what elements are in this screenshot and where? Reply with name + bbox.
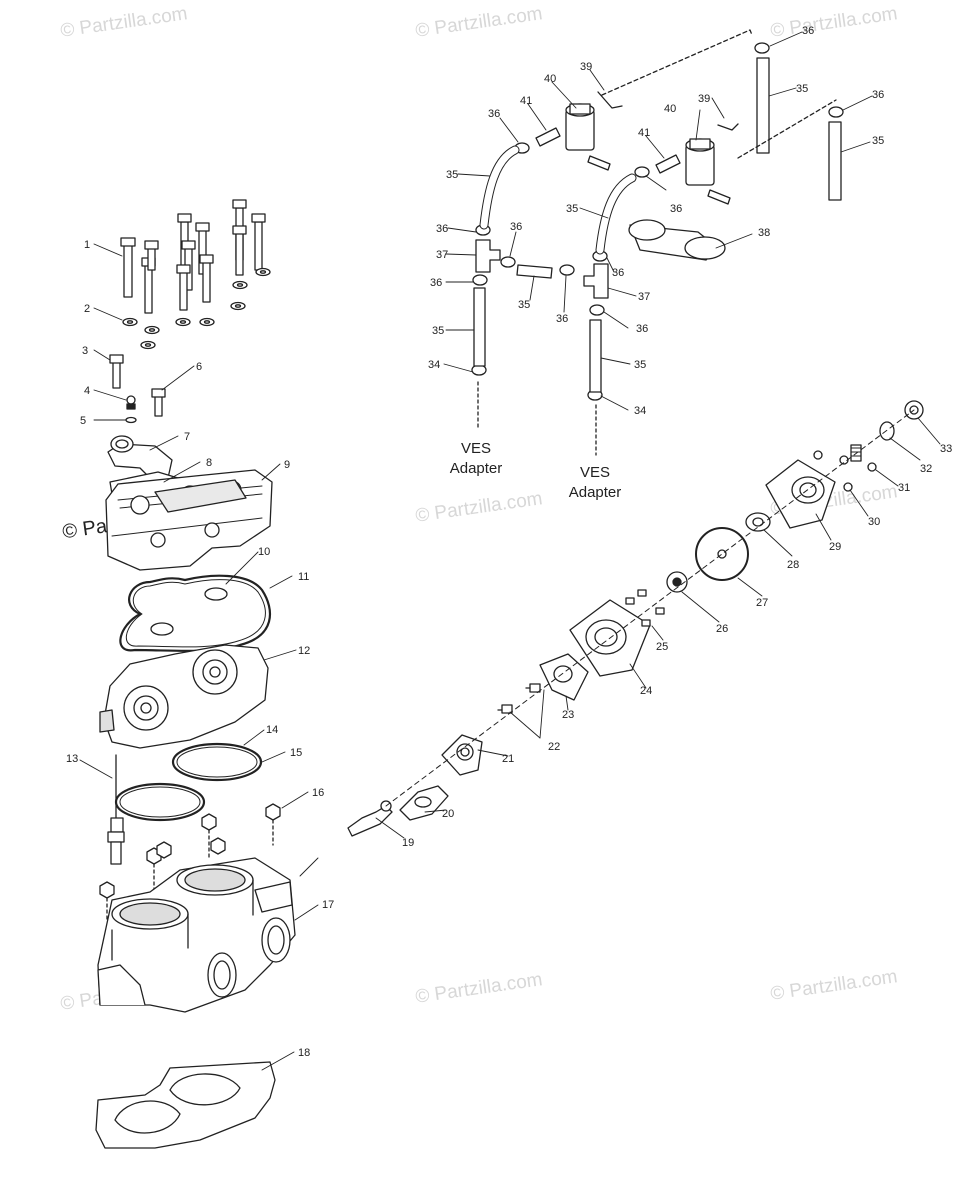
callout-36: 36 [556, 313, 568, 325]
callout-8: 8 [206, 457, 212, 469]
callout-39: 39 [580, 61, 592, 73]
callout-41: 41 [638, 127, 650, 139]
callout-21: 21 [502, 753, 514, 765]
ves-adapter-label-2-line1: VES [580, 464, 610, 481]
callout-20: 20 [442, 808, 454, 820]
callout-40: 40 [544, 73, 556, 85]
callout-10: 10 [258, 546, 270, 558]
callout-36: 36 [802, 25, 814, 37]
callout-41: 41 [520, 95, 532, 107]
callout-35: 35 [872, 135, 884, 147]
callout-labels: 1 2 3 4 5 6 7 8 9 10 11 12 13 14 15 16 1… [66, 25, 952, 1059]
callout-40: 40 [664, 103, 676, 115]
callout-5: 5 [80, 415, 86, 427]
callout-36: 36 [488, 108, 500, 120]
callout-36: 36 [430, 277, 442, 289]
callout-22: 22 [548, 741, 560, 753]
callout-14: 14 [266, 724, 278, 736]
callout-36: 36 [670, 203, 682, 215]
base-gasket [95, 1061, 276, 1149]
callout-30: 30 [868, 516, 880, 528]
callout-2: 2 [84, 303, 90, 315]
o-rings [114, 742, 263, 822]
callout-24: 24 [640, 685, 652, 697]
callout-35: 35 [796, 83, 808, 95]
callout-16: 16 [312, 787, 324, 799]
callout-3: 3 [82, 345, 88, 357]
callout-37: 37 [436, 249, 448, 261]
exhaust-valve-assembly [347, 400, 924, 837]
callout-35: 35 [566, 203, 578, 215]
callout-39: 39 [698, 93, 710, 105]
cylinder-block [97, 857, 296, 1013]
callout-34: 34 [634, 405, 646, 417]
callout-38: 38 [758, 227, 770, 239]
callout-6: 6 [196, 361, 202, 373]
callout-25: 25 [656, 641, 668, 653]
ves-adapter-label-1-line2: Adapter [450, 460, 503, 477]
callout-35: 35 [446, 169, 458, 181]
callout-36: 36 [636, 323, 648, 335]
callout-32: 32 [920, 463, 932, 475]
callout-36: 36 [436, 223, 448, 235]
leader-lines [79, 31, 941, 1071]
water-jacket-cover [99, 644, 269, 749]
head-gasket [119, 574, 272, 652]
callout-19: 19 [402, 837, 414, 849]
callout-31: 31 [898, 482, 910, 494]
callout-1: 1 [84, 239, 90, 251]
callout-18: 18 [298, 1047, 310, 1059]
callout-12: 12 [298, 645, 310, 657]
callout-35: 35 [634, 359, 646, 371]
callout-35: 35 [518, 299, 530, 311]
callout-7: 7 [184, 431, 190, 443]
callout-29: 29 [829, 541, 841, 553]
callout-13: 13 [66, 753, 78, 765]
callout-4: 4 [84, 385, 90, 397]
temperature-sensor [107, 754, 125, 865]
callout-37: 37 [638, 291, 650, 303]
ves-adapter-labels: VES Adapter VES Adapter [450, 440, 622, 501]
callout-23: 23 [562, 709, 574, 721]
callout-33: 33 [940, 443, 952, 455]
callout-9: 9 [284, 459, 290, 471]
callout-27: 27 [756, 597, 768, 609]
callout-34: 34 [428, 359, 440, 371]
callout-35: 35 [432, 325, 444, 337]
callout-36: 36 [612, 267, 624, 279]
callout-36: 36 [872, 89, 884, 101]
callout-11: 11 [298, 571, 309, 583]
ves-adapter-label-2-line2: Adapter [569, 484, 622, 501]
cylinder-head [105, 469, 273, 571]
callout-17: 17 [322, 899, 334, 911]
nuts [99, 803, 281, 921]
head-bolts [109, 199, 271, 424]
ves-adapter-label-1-line1: VES [461, 440, 491, 457]
callout-28: 28 [787, 559, 799, 571]
ves-hose-assembly [471, 29, 844, 456]
callout-36: 36 [510, 221, 522, 233]
callout-26: 26 [716, 623, 728, 635]
callout-15: 15 [290, 747, 302, 759]
